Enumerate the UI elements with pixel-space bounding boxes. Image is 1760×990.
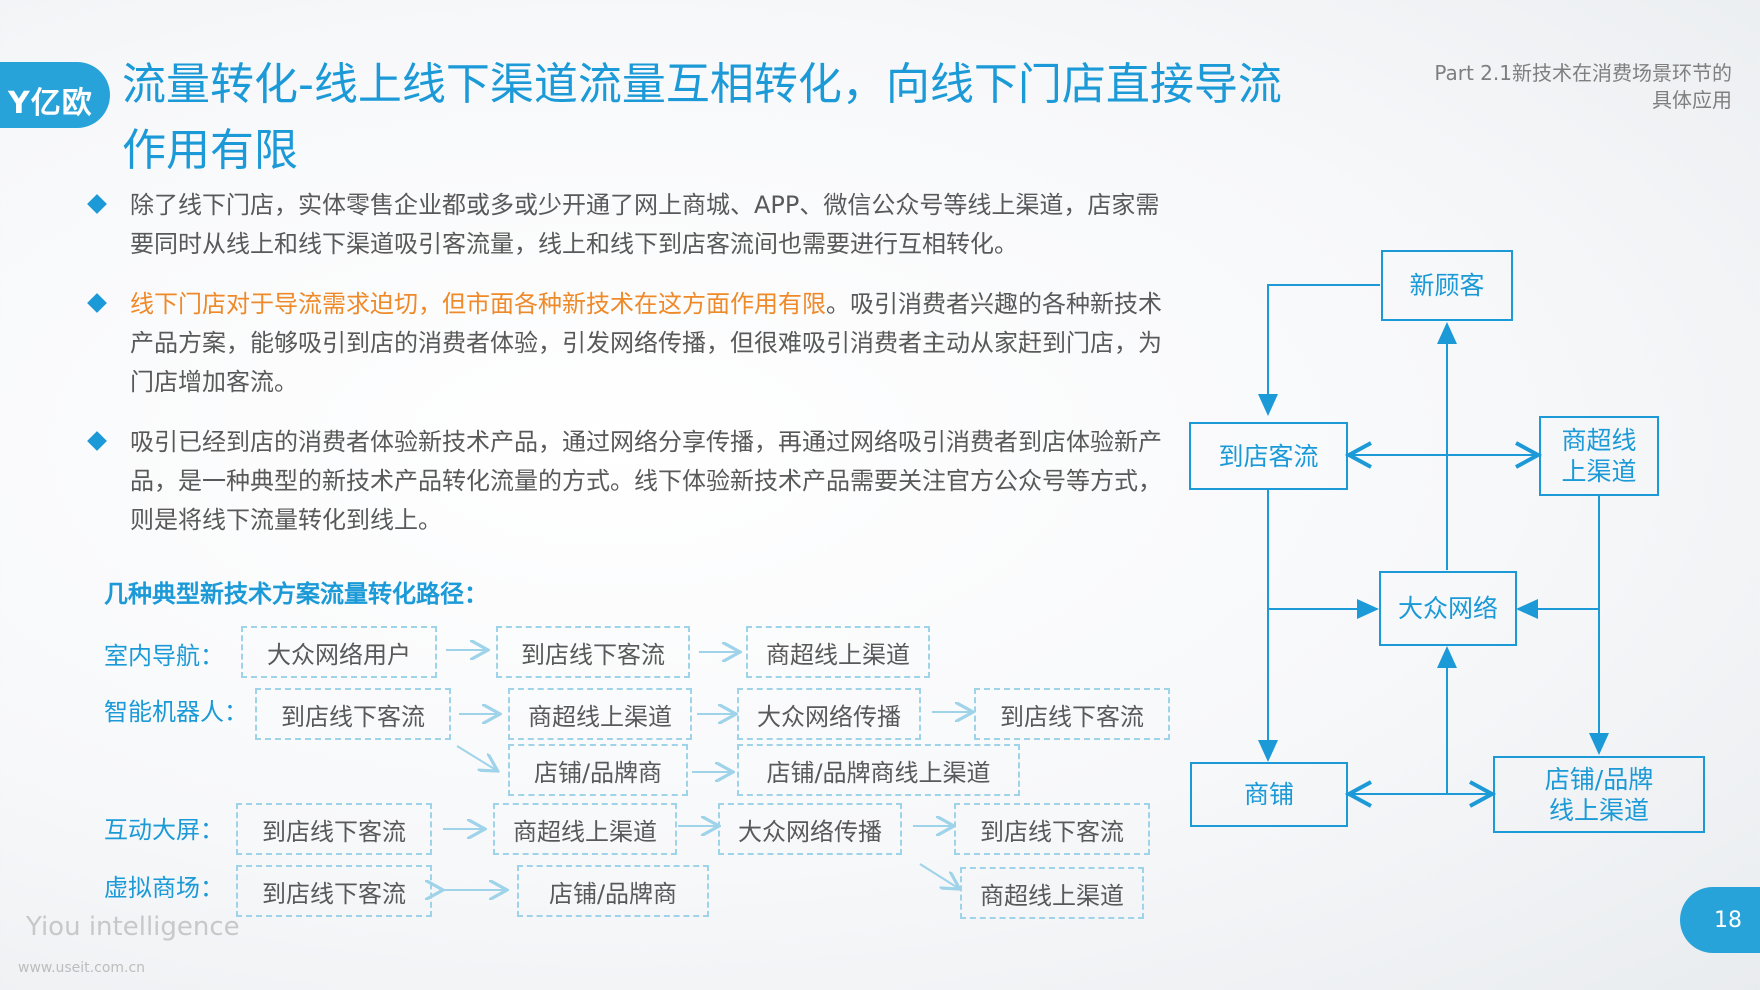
bullet-3: 吸引已经到店的消费者体验新技术产品，通过网络分享传播，再通过网络吸引消费者到店体… <box>87 423 1170 540</box>
path-box: 到店线下客流 <box>974 688 1170 740</box>
path-box: 商超线上渠道 <box>746 626 930 678</box>
flow-line <box>1258 284 1380 416</box>
diamond-bullet-icon <box>87 293 107 313</box>
diamond-bullet-icon <box>87 194 107 214</box>
page-title: 流量转化-线上线下渠道流量互相转化，向线下门店直接导流作用有限 <box>122 59 1282 176</box>
paths-heading: 几种典型新技术方案流量转化路径： <box>104 580 488 608</box>
path-box: 店铺/品牌商 <box>508 744 688 796</box>
path-box: 大众网络用户 <box>241 626 437 678</box>
bullet-text: 线下门店对于导流需求迫切，但市面各种新技术在这方面作用有限。吸引消费者兴趣的各种… <box>130 285 1170 402</box>
bullet-rest-text: 。吸引消费者兴趣的各种新技术产品方案，能够吸引到店的消费者体验，引发网络传播，但… <box>130 290 1162 396</box>
row-label-nav: 室内导航： <box>104 642 224 670</box>
highlight-text: 线下门店对于导流需求迫切，但市面各种新技术在这方面作用有限 <box>130 290 826 318</box>
path-box: 商超线上渠道 <box>493 803 677 855</box>
path-box: 大众网络传播 <box>737 688 921 740</box>
footer-brand: Yiou intelligence <box>26 912 240 942</box>
flow-box-supermarket-online: 商超线 上渠道 <box>1539 416 1659 496</box>
path-box: 商超线上渠道 <box>508 688 692 740</box>
path-arrow <box>919 863 958 888</box>
path-box: 到店线下客流 <box>236 803 432 855</box>
flow-box-brand-online: 店铺/品牌 线上渠道 <box>1493 756 1705 833</box>
logo: Y亿欧 <box>8 86 93 121</box>
path-box: 大众网络传播 <box>718 803 902 855</box>
path-box: 到店线下客流 <box>496 626 690 678</box>
bullet-text: 除了线下门店，实体零售企业都或多或少开通了网上商城、APP、微信公众号等线上渠道… <box>130 191 1160 258</box>
flow-line <box>1516 496 1600 619</box>
row-label-screen: 互动大屏： <box>104 816 224 844</box>
flow-box-instore: 到店客流 <box>1189 422 1348 490</box>
bullet-1: 除了线下门店，实体零售企业都或多或少开通了网上商城、APP、微信公众号等线上渠道… <box>87 186 1170 264</box>
path-box: 到店线下客流 <box>954 803 1150 855</box>
section-label: Part 2.1新技术在消费场景环节的具体应用 <box>1434 61 1732 112</box>
bullet-2: 线下门店对于导流需求迫切，但市面各种新技术在这方面作用有限。吸引消费者兴趣的各种… <box>87 285 1170 402</box>
row-label-robot: 智能机器人： <box>104 698 248 726</box>
logo-tab <box>0 62 110 128</box>
path-arrow <box>456 745 496 770</box>
page-number: 18 <box>1680 887 1760 953</box>
row-label-mall: 虚拟商场： <box>104 874 224 902</box>
flow-box-shop: 商铺 <box>1190 762 1348 827</box>
path-box: 商超线上渠道 <box>960 867 1144 919</box>
footer-url: www.useit.com.cn <box>18 960 146 976</box>
diamond-bullet-icon <box>87 431 107 451</box>
path-box: 到店线下客流 <box>236 865 432 917</box>
bullet-text: 吸引已经到店的消费者体验新技术产品，通过网络分享传播，再通过网络吸引消费者到店体… <box>130 428 1162 534</box>
flow-box-public-network: 大众网络 <box>1379 571 1517 646</box>
path-box: 店铺/品牌商 <box>517 865 709 917</box>
path-box: 到店线下客流 <box>255 688 451 740</box>
path-box: 店铺/品牌商线上渠道 <box>737 744 1020 796</box>
flow-box-new-customer: 新顾客 <box>1381 250 1513 321</box>
